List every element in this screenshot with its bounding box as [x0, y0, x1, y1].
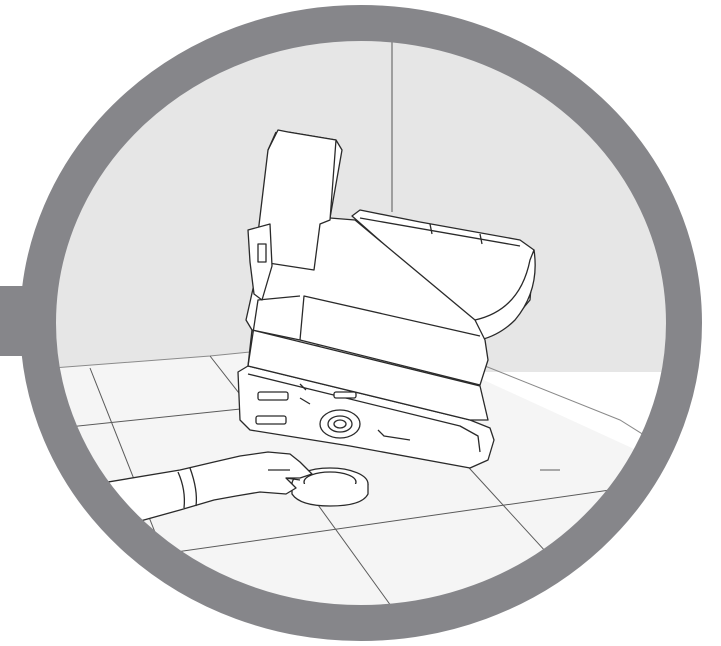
- illustration-canvas: [0, 0, 721, 646]
- scene: [0, 0, 721, 646]
